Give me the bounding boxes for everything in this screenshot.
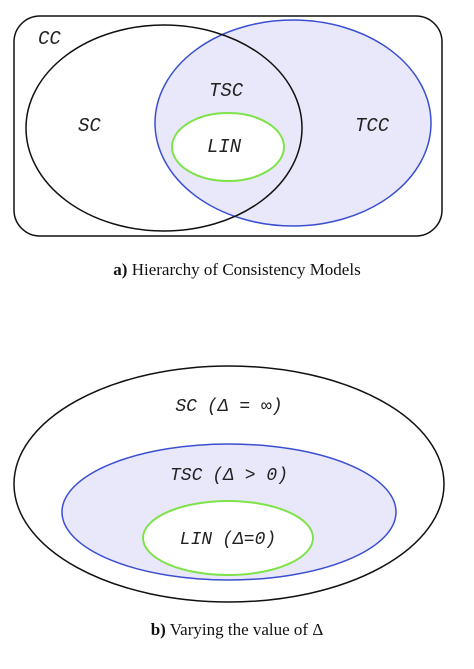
lin-label-a: LIN [207,136,242,158]
lin-inner-cond: (Δ=0) [222,530,276,550]
tsc-middle-name: TSC [170,466,203,486]
diagram-b: SC (Δ = ∞) TSC (Δ > 0) LIN (Δ=0) b) Varying… [13,365,445,639]
sc-ellipse [25,24,303,232]
caption-b-prefix: b) [151,620,166,639]
caption-a: a) Hierarchy of Consistency Models [113,260,360,279]
tsc-middle-label: TSC (Δ > 0) [170,466,288,486]
lin-ellipse-a [171,112,285,182]
caption-a-text: Hierarchy of Consistency Models [127,260,360,279]
lin-inner-label: LIN (Δ=0) [180,530,276,550]
sc-outer-name: SC [175,397,197,417]
caption-b: b) Varying the value of Δ [151,620,324,639]
lin-inner-name: LIN [180,530,213,550]
tcc-label: TCC [355,115,390,137]
diagram-a: CC SC TSC LIN TCC a) Hierarchy of Consis… [13,15,443,279]
caption-b-text: Varying the value of Δ [166,620,324,639]
sc-outer-cond: (Δ = ∞) [207,397,283,417]
cc-label: CC [38,28,61,50]
tsc-middle-cond: (Δ > 0) [212,466,288,486]
sc-label: SC [78,115,101,137]
tsc-label-a: TSC [209,80,244,102]
lin-inner-ellipse [142,500,314,576]
caption-a-prefix: a) [113,260,127,279]
sc-outer-label: SC (Δ = ∞) [175,397,282,417]
